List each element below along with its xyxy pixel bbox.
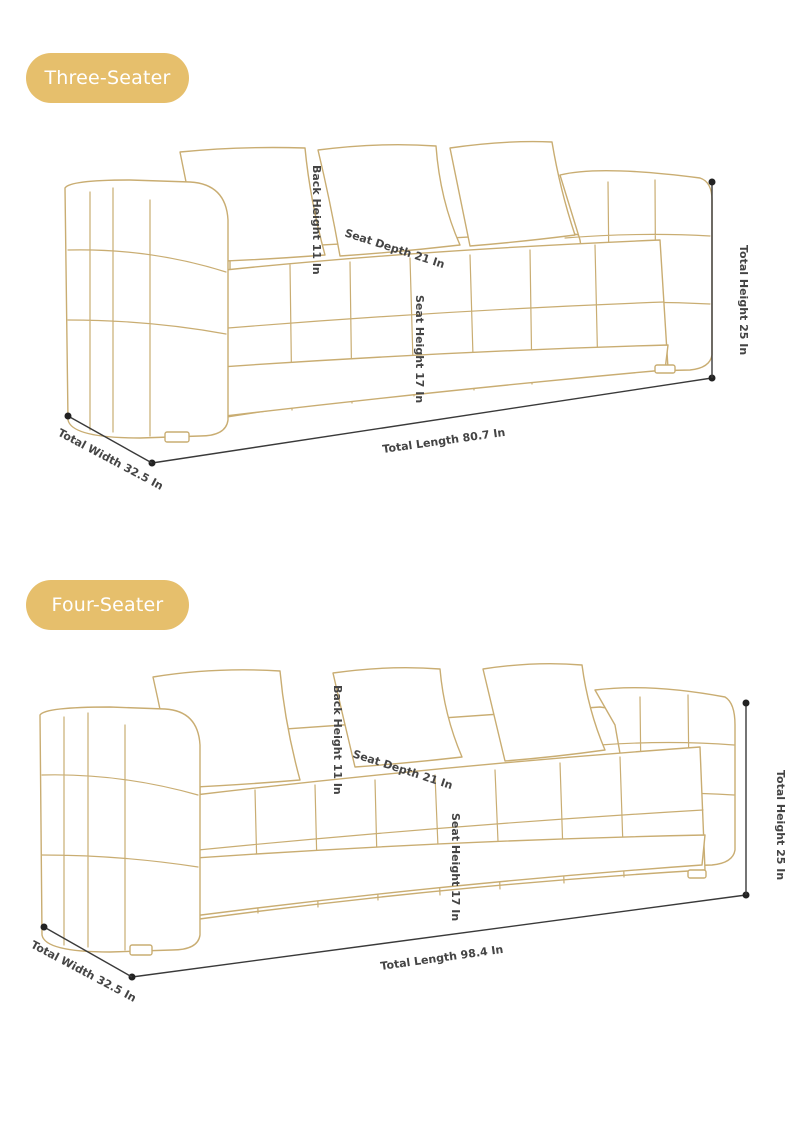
four-seater-title: Four-Seater — [51, 594, 164, 616]
four-seater-length-line — [131, 894, 747, 978]
three-seater-seat-height-label: Seat Height 17 In — [413, 295, 426, 403]
four-seater-width-line — [43, 926, 133, 978]
four-seater-total-height-label: Total Height 25 In — [774, 770, 787, 880]
three-seater-width-line — [67, 415, 153, 464]
four-seater-badge: Four-Seater — [26, 580, 189, 630]
three-seater-sofa-drawing — [64, 140, 713, 443]
three-seater-width-dot — [64, 412, 72, 420]
three-seater-diagram: Back Height 11 In Seat Depth 21 In Seat … — [56, 140, 750, 493]
four-seater-total-length-label: Total Length 98.4 In — [380, 943, 504, 973]
four-seater-diagram: Back Height 11 In Seat Depth 21 In Seat … — [29, 662, 787, 1005]
three-seater-title: Three-Seater — [44, 67, 171, 89]
three-seater-height-dot-top — [708, 178, 716, 186]
four-seater-height-dot-top — [742, 699, 750, 707]
three-seater-badge: Three-Seater — [26, 53, 189, 103]
three-seater-total-length-label: Total Length 80.7 In — [382, 426, 506, 456]
three-seater-total-height-label: Total Height 25 In — [737, 245, 750, 355]
four-seater-width-dot — [40, 923, 48, 931]
four-seater-back-height-label: Back Height 11 In — [331, 685, 344, 795]
four-seater-seat-height-label: Seat Height 17 In — [449, 813, 462, 921]
three-seater-back-height-label: Back Height 11 In — [310, 165, 323, 275]
four-seater-sofa-drawing — [39, 662, 736, 956]
three-seater-length-line — [151, 377, 713, 464]
